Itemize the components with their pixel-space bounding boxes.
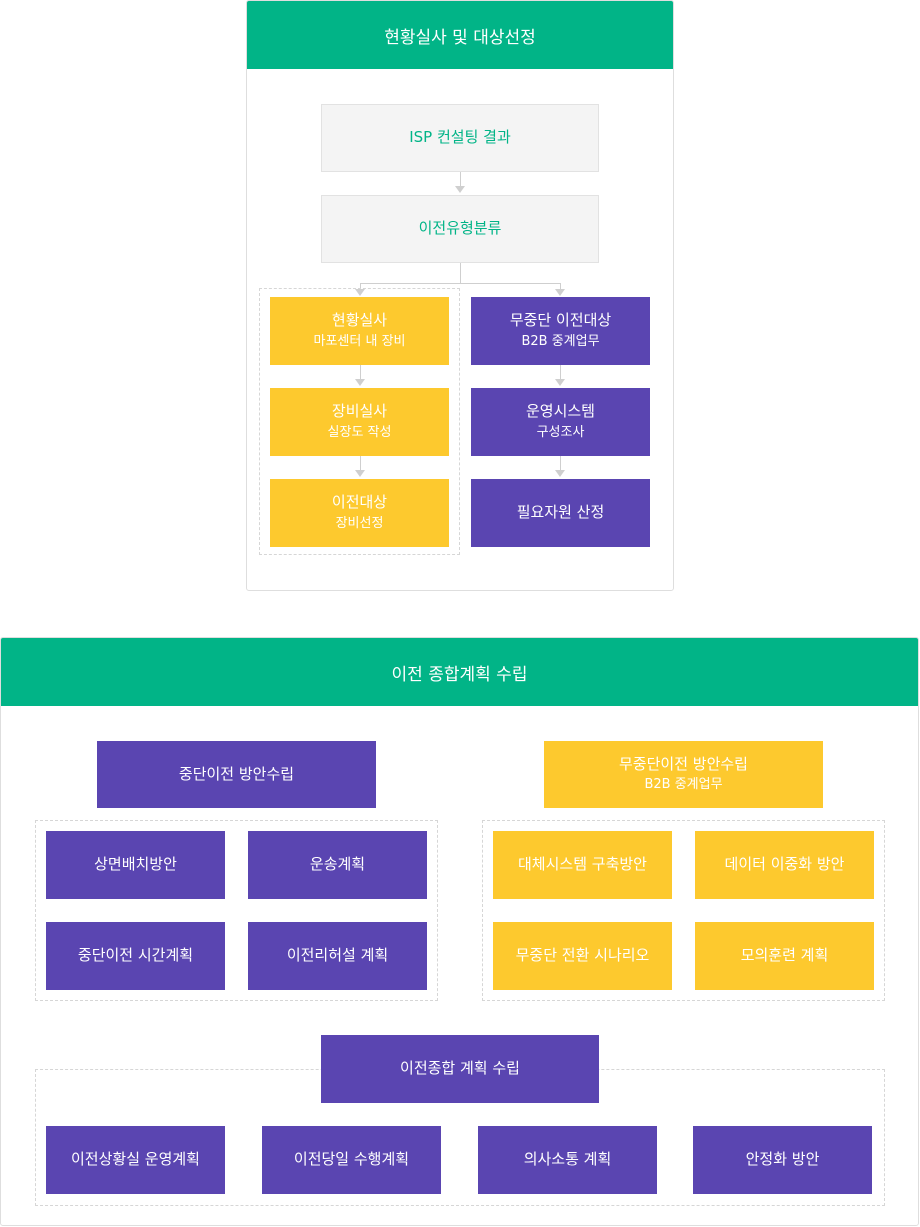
stop-plan-item-label: 운송계획 [309, 855, 366, 874]
nonstop-step-1: 무중단 이전대상 B2B 중계업무 [471, 297, 650, 365]
survey-step-3: 이전대상 장비선정 [270, 479, 449, 547]
stop-plan-title-box: 중단이전 방안수립 [97, 741, 376, 808]
arrow-down-icon [355, 289, 365, 296]
nonstop-plan-title-box: 무중단이전 방안수립 B2B 중계업무 [544, 741, 823, 808]
arrow-down-icon [355, 379, 365, 386]
combined-plan-title: 이전종합 계획 수립 [400, 1059, 520, 1078]
arrow-down-icon [555, 379, 565, 386]
nonstop-plan-item-label: 데이터 이중화 방안 [724, 855, 845, 874]
nonstop-plan-frame [482, 820, 885, 1001]
combined-plan-item-label: 이전상황실 운영계획 [71, 1150, 200, 1169]
stop-plan-item-label: 상면배치방안 [94, 855, 177, 874]
survey-group-frame [259, 288, 460, 555]
combined-plan-item: 안정화 방안 [693, 1126, 872, 1194]
combined-plan-item-label: 안정화 방안 [745, 1150, 820, 1169]
combined-plan-item: 이전당일 수행계획 [262, 1126, 441, 1194]
connector-line [360, 283, 561, 284]
nonstop-plan-title: 무중단이전 방안수립 [619, 754, 748, 773]
nonstop-step-1-sub: B2B 중계업무 [521, 333, 600, 349]
nonstop-step-3: 필요자원 산정 [471, 479, 650, 547]
survey-step-2-sub: 실장도 작성 [327, 424, 392, 440]
arrow-down-icon [555, 470, 565, 477]
combined-plan-item-label: 이전당일 수행계획 [293, 1150, 410, 1169]
classify-box: 이전유형분류 [321, 195, 599, 263]
nonstop-plan-item: 무중단 전환 시나리오 [493, 922, 672, 990]
arrow-down-icon [355, 470, 365, 477]
stop-plan-item: 이전리허설 계획 [248, 922, 427, 990]
classify-label: 이전유형분류 [418, 219, 502, 238]
survey-step-3-sub: 장비선정 [335, 515, 384, 531]
combined-plan-item: 의사소통 계획 [478, 1126, 657, 1194]
stop-plan-item-label: 이전리허설 계획 [286, 946, 389, 965]
nonstop-step-2: 운영시스템 구성조사 [471, 388, 650, 456]
isp-result-label: ISP 컨설팅 결과 [409, 128, 511, 147]
connector-line [360, 365, 361, 380]
connector-line [560, 365, 561, 380]
nonstop-plan-item: 대체시스템 구축방안 [493, 831, 672, 899]
nonstop-plan-item: 모의훈련 계획 [695, 922, 874, 990]
nonstop-plan-sub: B2B 중계업무 [644, 777, 723, 793]
stop-plan-item: 운송계획 [248, 831, 427, 899]
nonstop-plan-item-label: 무중단 전환 시나리오 [515, 946, 650, 965]
survey-step-2: 장비실사 실장도 작성 [270, 388, 449, 456]
stop-plan-item-label: 중단이전 시간계획 [77, 946, 194, 965]
connector-line [360, 456, 361, 471]
isp-result-box: ISP 컨설팅 결과 [321, 104, 599, 172]
stop-plan-item: 상면배치방안 [46, 831, 225, 899]
nonstop-step-2-sub: 구성조사 [536, 424, 585, 440]
survey-step-2-label: 장비실사 [331, 402, 388, 421]
nonstop-plan-item-label: 대체시스템 구축방안 [518, 855, 647, 874]
survey-panel-title: 현황실사 및 대상선정 [247, 1, 673, 69]
plan-panel-title: 이전 종합계획 수립 [1, 638, 918, 706]
connector-line [560, 283, 561, 289]
combined-plan-item-label: 의사소통 계획 [523, 1150, 612, 1169]
stop-plan-frame [35, 820, 438, 1001]
survey-step-3-label: 이전대상 [331, 493, 388, 512]
survey-step-1-label: 현황실사 [331, 311, 388, 330]
combined-plan-item: 이전상황실 운영계획 [46, 1126, 225, 1194]
nonstop-step-3-label: 필요자원 산정 [516, 503, 605, 522]
connector-line [360, 283, 361, 289]
stop-plan-item: 중단이전 시간계획 [46, 922, 225, 990]
combined-plan-title-box: 이전종합 계획 수립 [321, 1035, 599, 1103]
nonstop-step-1-label: 무중단 이전대상 [509, 311, 612, 330]
survey-step-1-sub: 마포센터 내 장비 [313, 333, 406, 349]
arrow-down-icon [455, 186, 465, 193]
nonstop-plan-item: 데이터 이중화 방안 [695, 831, 874, 899]
connector-line [560, 456, 561, 471]
arrow-down-icon [555, 289, 565, 296]
connector-line [460, 263, 461, 283]
connector-line [460, 172, 461, 187]
nonstop-step-2-label: 운영시스템 [525, 402, 595, 421]
stop-plan-title: 중단이전 방안수립 [178, 764, 295, 783]
survey-step-1: 현황실사 마포센터 내 장비 [270, 297, 449, 365]
nonstop-plan-item-label: 모의훈련 계획 [740, 946, 829, 965]
